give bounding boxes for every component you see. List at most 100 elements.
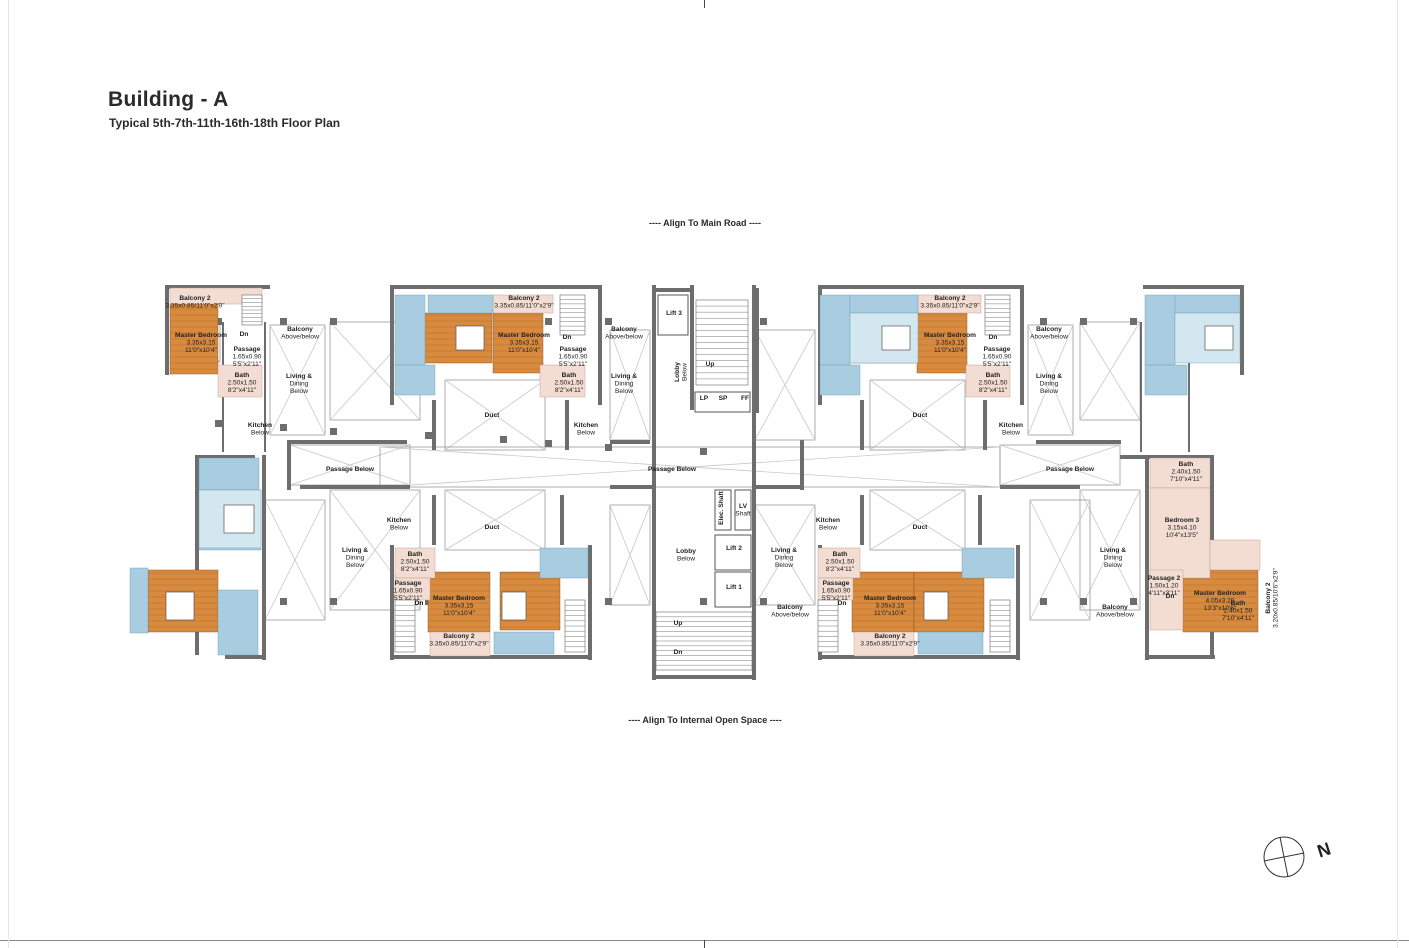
pink-room-14 (1209, 539, 1261, 571)
void-area-8-diag-b (609, 504, 651, 606)
room-label-12-line-2: 8'2"x4'11" (555, 387, 584, 394)
pink-room-5 (965, 364, 1011, 398)
room-label-3-line-2: 5'5"x2'11" (233, 361, 262, 368)
room-label-37-line-0: Duct (485, 524, 500, 531)
wall-stub-35 (425, 432, 432, 439)
void-area-13-frame (1027, 324, 1074, 436)
void-area-4-frame (869, 379, 966, 451)
blue-room-14 (917, 631, 984, 655)
room-label-44-line-0: Bath (408, 551, 423, 558)
blue-room-11 (539, 547, 589, 579)
room-label-65-line-2: 4'11"x3'11" (1148, 590, 1180, 597)
room-label-46: Dn (415, 600, 424, 607)
void-area-12-frame (269, 324, 326, 436)
room-label-43-line-2: Below (346, 562, 364, 569)
wall-stub-5 (545, 318, 552, 325)
room-label-62-line-2: Below (1104, 562, 1122, 569)
crop-mark-right-edge (1397, 0, 1398, 948)
room-label-31-line-1: Dining (1040, 381, 1059, 388)
crop-mark-bottom-mid (704, 940, 705, 948)
room-label-9-line-2: 11'0"x10'4" (508, 347, 541, 354)
room-label-56-line-1: Above/below (771, 612, 809, 619)
wall-segment-14 (195, 455, 255, 459)
room-label-39-line-0: LV (739, 503, 748, 510)
room-label-50-line-1: Below (677, 556, 695, 563)
void-area-10-frame (869, 489, 966, 551)
room-label-25-line-0: Dn (989, 334, 998, 341)
compass-line-v (1279, 836, 1289, 878)
void-area-6-diag-b (329, 489, 421, 611)
room-label-66: Dn (1166, 593, 1175, 600)
wall-segment-1 (165, 285, 169, 375)
blue-room-6 (1144, 294, 1176, 366)
wall-stub-34 (330, 428, 337, 435)
room-label-15-line-2: Below (615, 388, 633, 395)
room-label-66-line-0: Dn (1166, 593, 1175, 600)
blue-room-13 (493, 631, 555, 655)
room-label-7-line-1: Below (251, 430, 269, 437)
room-label-10: Dn (563, 334, 572, 341)
pink-room-8 (429, 631, 491, 657)
room-label-9-line-0: Master Bedroom (498, 332, 550, 339)
wall-segment-10 (800, 440, 804, 490)
room-label-67-line-0: Master Bedroom (1194, 590, 1246, 597)
room-label-25: Dn (989, 334, 998, 341)
room-label-52: Lift 1 (726, 584, 742, 591)
blue-room-12 (961, 547, 1015, 579)
bed-1 (881, 325, 911, 351)
room-label-50-line-0: Lobby (676, 548, 696, 555)
void-area-3-diag-b (754, 329, 816, 441)
wall-stub-13 (1080, 318, 1087, 325)
room-label-33: Passage Below (648, 466, 697, 473)
wall-stub-37 (545, 440, 552, 447)
master-bedroom-floor-10 (1182, 569, 1259, 633)
room-label-4-line-1: 2.50x1.50 (228, 380, 257, 387)
wall-stub-6 (605, 318, 612, 325)
void-area-1-frame (444, 379, 546, 451)
void-area-17-diag-b (999, 444, 1121, 486)
room-label-49-line-1: 3.35x0.85/11'0"x2'9" (429, 641, 489, 648)
pink-room-1 (217, 364, 263, 398)
master-bedroom-floor-4 (916, 312, 968, 374)
room-label-28: Duct (913, 412, 928, 419)
room-label-57-line-0: Bath (833, 551, 848, 558)
wall-segment-20 (1000, 485, 1080, 489)
room-label-31-line-0: Living & (1036, 373, 1062, 380)
room-label-58-line-0: Passage (823, 580, 850, 587)
page-subtitle: Typical 5th-7th-11th-16th-18th Floor Pla… (109, 116, 341, 130)
blue-room-4 (849, 294, 919, 314)
bed-4 (165, 591, 195, 621)
wall-segment-9 (287, 440, 407, 444)
room-label-62-line-0: Living & (1100, 547, 1126, 554)
room-label-30-line-1: Above/below (1030, 334, 1068, 341)
room-label-47-line-2: 11'0"x10'4" (443, 610, 476, 617)
plan-geometry (129, 285, 1261, 680)
wall-segment-40 (565, 400, 569, 450)
room-label-32-line-0: Passage Below (326, 466, 375, 473)
room-label-29-line-1: Below (1002, 430, 1020, 437)
room-label-36-line-0: Kitchen (387, 517, 411, 524)
room-label-51: Lift 2 (726, 545, 742, 552)
master-bedroom-floor-6 (427, 571, 491, 633)
room-label-4-line-2: 8'2"x4'11" (228, 387, 257, 394)
room-label-42-line-2: 10'4"x13'5" (1166, 532, 1199, 539)
room-label-60-line-1: 3.35x3.15 (876, 603, 905, 610)
void-area-1-diag-b (444, 379, 546, 451)
master-bedroom-floor-8 (851, 571, 915, 633)
wall-segment-29 (390, 285, 394, 405)
wall-segment-45 (860, 495, 864, 545)
room-label-37: Duct (485, 524, 500, 531)
room-label-38-line-0: Elec. Shaft (718, 490, 725, 525)
room-label-5-line-1: Above/below (281, 334, 319, 341)
